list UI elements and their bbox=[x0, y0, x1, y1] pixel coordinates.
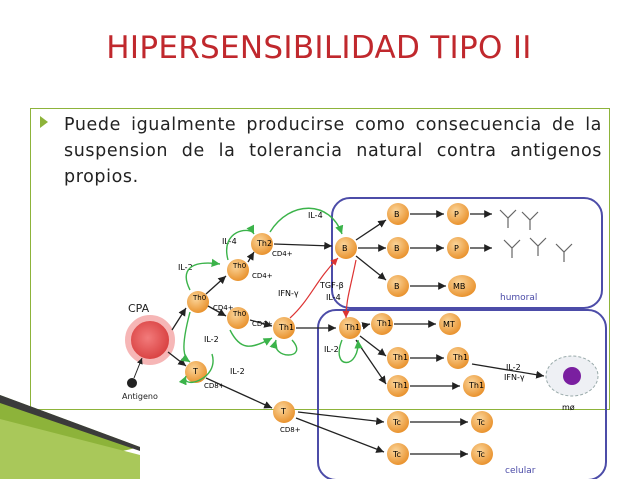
humoral-box bbox=[331, 197, 603, 309]
antibody-icons bbox=[499, 209, 573, 262]
il2-label-5: IL-2 bbox=[506, 363, 521, 372]
mt-cell bbox=[439, 313, 461, 335]
decorative-corner-shape bbox=[0, 395, 140, 479]
il4-label-3: IL-4 bbox=[326, 293, 341, 302]
b-cell-4 bbox=[387, 275, 409, 297]
cd4-label-2: CD4+ bbox=[252, 272, 273, 280]
mo-label: mø bbox=[562, 403, 575, 412]
tc-label-1: Tc bbox=[392, 418, 401, 427]
tc-label-4: Tc bbox=[476, 450, 485, 459]
p-label-1: P bbox=[454, 210, 459, 219]
b-label-4: B bbox=[394, 282, 400, 291]
antigeno-label: Antigeno bbox=[122, 392, 158, 401]
immune-diagram: humoral celular CPA Antigeno Th0 CD4+ Th… bbox=[122, 197, 607, 479]
t-cd8-cell-2 bbox=[273, 401, 295, 423]
mb-cell bbox=[448, 275, 476, 297]
b-label-3: B bbox=[394, 244, 400, 253]
tc-label-2: Tc bbox=[476, 418, 485, 427]
antigeno-dot bbox=[127, 378, 137, 388]
tgf-label: TGF-β bbox=[319, 281, 344, 290]
il4-label-1: IL-4 bbox=[222, 237, 237, 246]
th0-cell-1 bbox=[187, 291, 209, 313]
t-label-1: T bbox=[192, 367, 198, 376]
il4-label-2: IL-4 bbox=[308, 211, 323, 220]
th2-cell bbox=[251, 233, 273, 255]
ifn-label: IFN-γ bbox=[278, 289, 299, 298]
th1-cell-c bbox=[371, 313, 393, 335]
cd8-label-1: CD8+ bbox=[204, 382, 225, 390]
b-label-1: B bbox=[342, 244, 348, 253]
cd8-label-2: CD8+ bbox=[280, 426, 301, 434]
cd4-label-1: CD4+ bbox=[213, 304, 234, 312]
t-label-2: T bbox=[280, 407, 286, 416]
th1-cell-b bbox=[339, 317, 361, 339]
th0-cell-3 bbox=[227, 307, 249, 329]
th1-cell-f bbox=[387, 375, 409, 397]
il2-label-4: IL-2 bbox=[324, 345, 339, 354]
triangle-right-icon bbox=[38, 114, 52, 134]
content-frame bbox=[30, 108, 610, 410]
humoral-label: humoral bbox=[500, 293, 537, 303]
th0-label-1: Th0 bbox=[192, 294, 206, 302]
th1-cell-a bbox=[273, 317, 295, 339]
tc-cell-4 bbox=[471, 443, 493, 465]
tc-cell-1 bbox=[387, 411, 409, 433]
mt-label: MT bbox=[443, 320, 455, 329]
th1-label-b: Th1 bbox=[344, 323, 360, 332]
b-cell-2 bbox=[387, 203, 409, 225]
p-label-2: P bbox=[454, 244, 459, 253]
mb-label: MB bbox=[453, 282, 465, 291]
th1-label-a: Th1 bbox=[278, 323, 294, 332]
cpa-label: CPA bbox=[128, 302, 150, 315]
p-cell-2 bbox=[447, 237, 469, 259]
th2-label: Th2 bbox=[256, 239, 272, 248]
il2-label-2: IL-2 bbox=[204, 335, 219, 344]
th1-cell-e bbox=[447, 347, 469, 369]
cpa-cell bbox=[125, 315, 175, 365]
tc-cell-2 bbox=[471, 411, 493, 433]
il2-label-3: IL-2 bbox=[230, 367, 245, 376]
th1-label-e: Th1 bbox=[452, 353, 468, 362]
cd4-label-th2: CD4+ bbox=[272, 250, 293, 258]
th1-label-f: Th1 bbox=[392, 381, 408, 390]
th0-label-3: Th0 bbox=[232, 310, 246, 318]
b-cell-3 bbox=[387, 237, 409, 259]
t-cd8-cell-1 bbox=[185, 361, 207, 383]
th1-cell-d bbox=[387, 347, 409, 369]
macrophage-nucleus bbox=[563, 367, 581, 385]
th1-label-g: Th1 bbox=[468, 381, 484, 390]
il2-label-1: IL-2 bbox=[178, 263, 193, 272]
th0-label-2: Th0 bbox=[232, 262, 246, 270]
tc-cell-3 bbox=[387, 443, 409, 465]
ifn-label-2: IFN-γ bbox=[504, 373, 525, 382]
th1-label-d: Th1 bbox=[392, 353, 408, 362]
th1-cell-g bbox=[463, 375, 485, 397]
bullet-text: Puede igualmente producirse como consecu… bbox=[64, 115, 602, 187]
b-cell-1 bbox=[335, 237, 357, 259]
celular-label: celular bbox=[505, 466, 536, 476]
b-label-2: B bbox=[394, 210, 400, 219]
celular-box bbox=[317, 309, 607, 479]
slide-title: HIPERSENSIBILIDAD TIPO II bbox=[106, 30, 532, 66]
tc-label-3: Tc bbox=[392, 450, 401, 459]
p-cell-1 bbox=[447, 203, 469, 225]
th0-cell-2 bbox=[227, 259, 249, 281]
th1-label-c: Th1 bbox=[376, 319, 392, 328]
